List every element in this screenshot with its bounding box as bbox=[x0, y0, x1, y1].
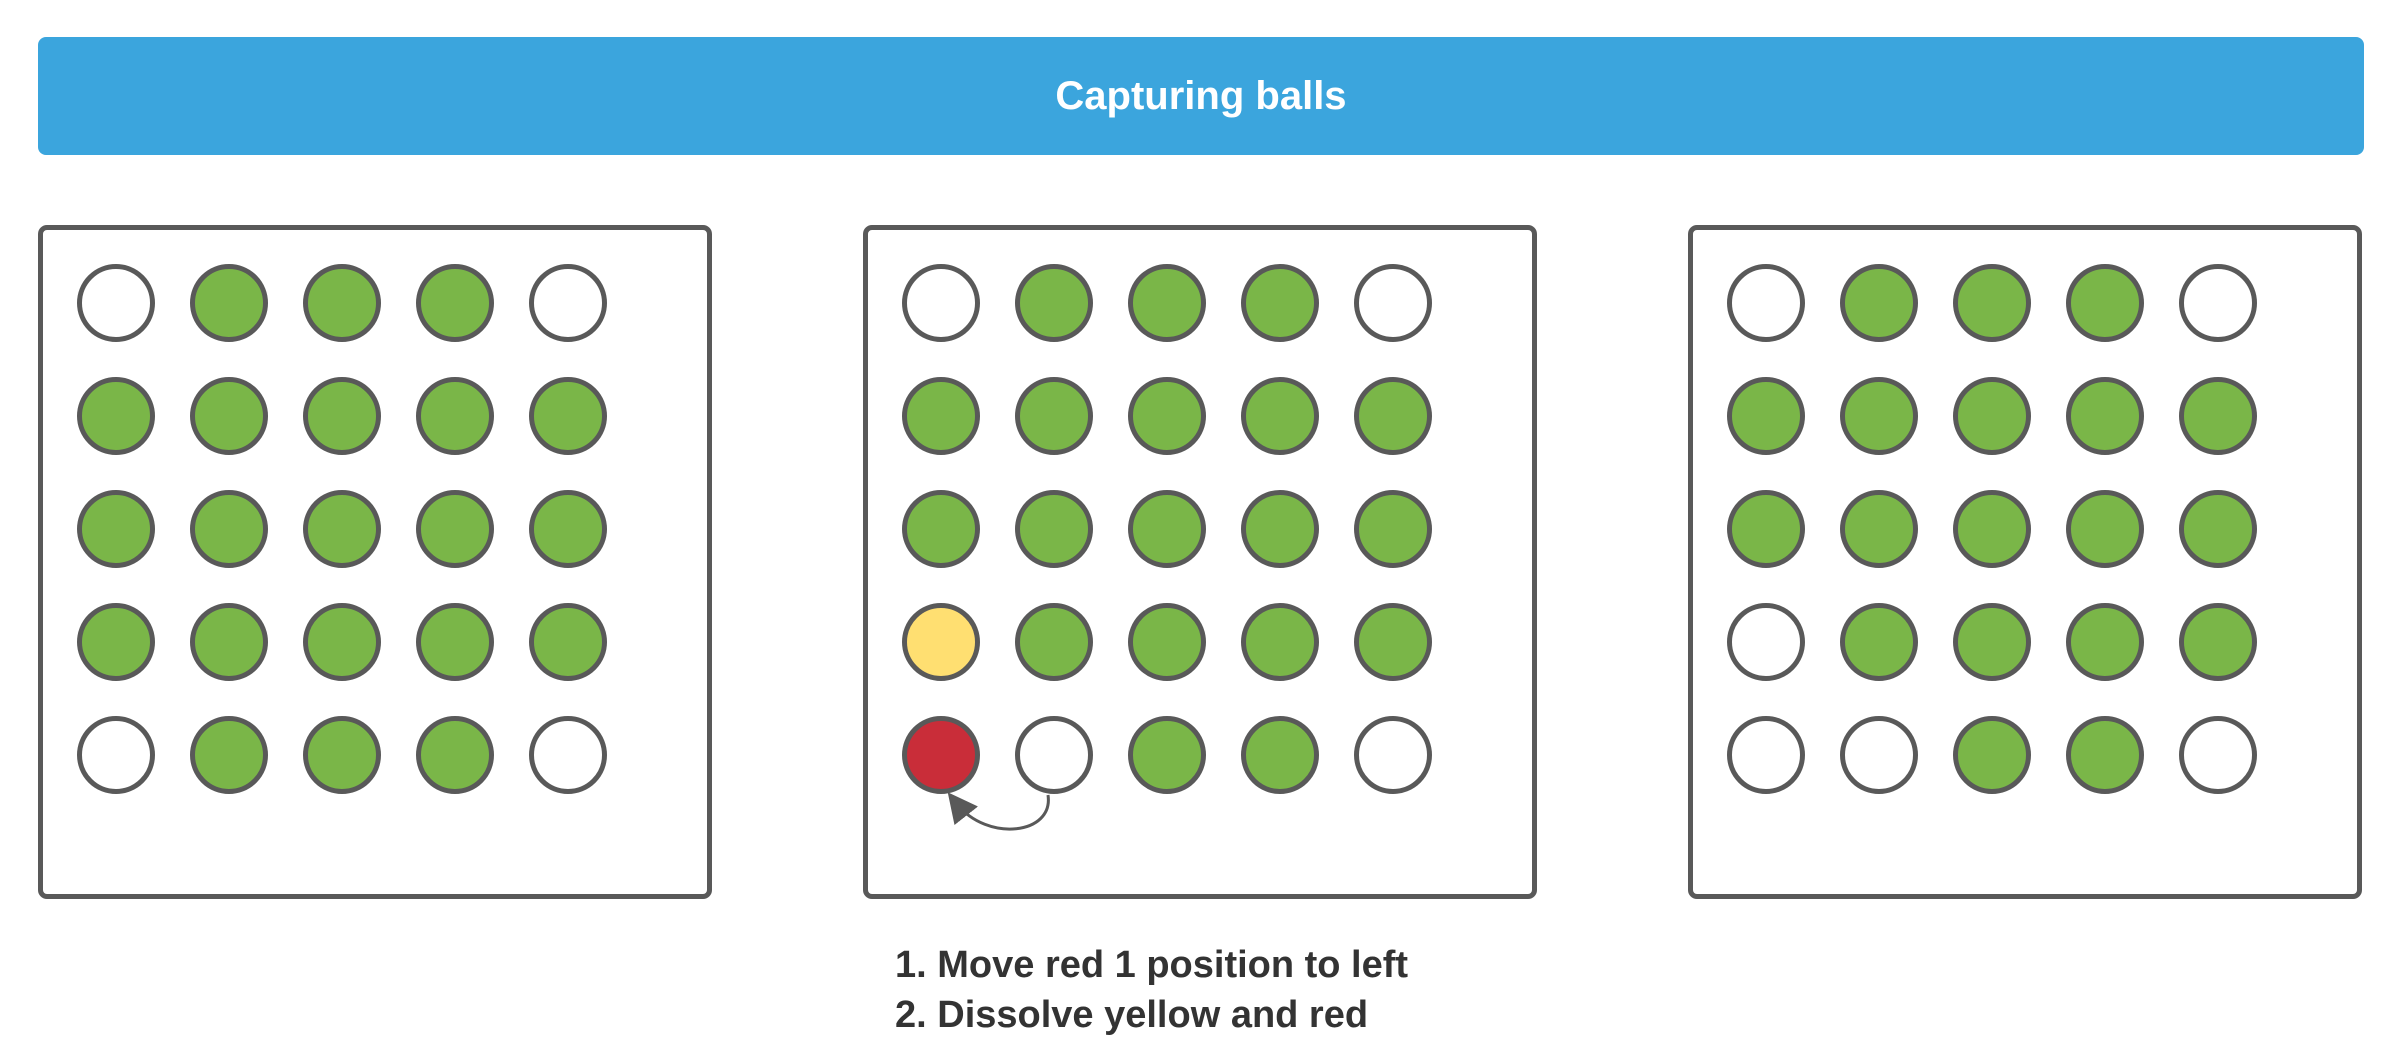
board-move bbox=[863, 225, 1537, 899]
ball-r4-c4-green bbox=[2066, 603, 2144, 681]
ball-r5-c5-empty bbox=[529, 716, 607, 794]
board-result bbox=[1688, 225, 2362, 899]
ball-r4-c1-green bbox=[77, 603, 155, 681]
ball-r3-c4-green bbox=[416, 490, 494, 568]
ball-r3-c4-green bbox=[1241, 490, 1319, 568]
ball-r4-c3-green bbox=[303, 603, 381, 681]
ball-r5-c3-green bbox=[1128, 716, 1206, 794]
instructions: 1. Move red 1 position to left 2. Dissol… bbox=[895, 940, 1408, 1040]
page-title: Capturing balls bbox=[1055, 73, 1347, 118]
ball-r5-c5-empty bbox=[2179, 716, 2257, 794]
ball-r4-c5-green bbox=[529, 603, 607, 681]
ball-r1-c3-green bbox=[1128, 264, 1206, 342]
ball-r4-c3-green bbox=[1953, 603, 2031, 681]
ball-r3-c3-green bbox=[1953, 490, 2031, 568]
ball-r5-c4-green bbox=[2066, 716, 2144, 794]
ball-r5-c2-empty bbox=[1840, 716, 1918, 794]
ball-r3-c1-green bbox=[902, 490, 980, 568]
ball-r2-c4-green bbox=[2066, 377, 2144, 455]
ball-r5-c5-empty bbox=[1354, 716, 1432, 794]
ball-r2-c1-green bbox=[1727, 377, 1805, 455]
ball-r3-c1-green bbox=[77, 490, 155, 568]
ball-r1-c4-green bbox=[1241, 264, 1319, 342]
board-initial bbox=[38, 225, 712, 899]
ball-r4-c4-green bbox=[416, 603, 494, 681]
ball-r1-c2-green bbox=[1015, 264, 1093, 342]
ball-r3-c5-green bbox=[529, 490, 607, 568]
ball-r1-c3-green bbox=[1953, 264, 2031, 342]
ball-r3-c4-green bbox=[2066, 490, 2144, 568]
ball-r1-c2-green bbox=[190, 264, 268, 342]
ball-r1-c1-empty bbox=[902, 264, 980, 342]
ball-r1-c2-green bbox=[1840, 264, 1918, 342]
ball-r2-c3-green bbox=[1128, 377, 1206, 455]
ball-r2-c5-green bbox=[1354, 377, 1432, 455]
ball-r2-c1-green bbox=[77, 377, 155, 455]
ball-r1-c5-empty bbox=[1354, 264, 1432, 342]
ball-r5-c4-green bbox=[1241, 716, 1319, 794]
ball-r1-c4-green bbox=[416, 264, 494, 342]
ball-r5-c4-green bbox=[416, 716, 494, 794]
ball-r2-c2-green bbox=[1015, 377, 1093, 455]
ball-r4-c4-green bbox=[1241, 603, 1319, 681]
ball-r4-c2-green bbox=[190, 603, 268, 681]
ball-r5-c2-green bbox=[190, 716, 268, 794]
ball-r1-c1-empty bbox=[1727, 264, 1805, 342]
ball-r3-c2-green bbox=[1015, 490, 1093, 568]
ball-r2-c5-green bbox=[529, 377, 607, 455]
ball-r3-c5-green bbox=[1354, 490, 1432, 568]
ball-r2-c4-green bbox=[416, 377, 494, 455]
ball-r1-c5-empty bbox=[2179, 264, 2257, 342]
ball-r5-c1-empty bbox=[1727, 716, 1805, 794]
move-arrow-path bbox=[947, 792, 1050, 831]
ball-r3-c5-green bbox=[2179, 490, 2257, 568]
ball-r5-c1-empty bbox=[77, 716, 155, 794]
title-bar: Capturing balls bbox=[38, 37, 2364, 155]
instruction-step-1: 1. Move red 1 position to left bbox=[895, 944, 1409, 986]
ball-r5-c3-green bbox=[303, 716, 381, 794]
ball-r4-c3-green bbox=[1128, 603, 1206, 681]
ball-r3-c3-green bbox=[1128, 490, 1206, 568]
ball-r2-c2-green bbox=[190, 377, 268, 455]
ball-r4-c2-green bbox=[1015, 603, 1093, 681]
ball-r2-c1-green bbox=[902, 377, 980, 455]
ball-r5-c3-green bbox=[1953, 716, 2031, 794]
ball-r1-c5-empty bbox=[529, 264, 607, 342]
ball-r1-c1-empty bbox=[77, 264, 155, 342]
ball-r2-c4-green bbox=[1241, 377, 1319, 455]
ball-r4-c1-empty bbox=[1727, 603, 1805, 681]
ball-r5-c2-empty bbox=[1015, 716, 1093, 794]
ball-r3-c2-green bbox=[1840, 490, 1918, 568]
ball-r2-c3-green bbox=[303, 377, 381, 455]
ball-r3-c1-green bbox=[1727, 490, 1805, 568]
ball-r2-c5-green bbox=[2179, 377, 2257, 455]
ball-r4-c5-green bbox=[2179, 603, 2257, 681]
ball-r3-c2-green bbox=[190, 490, 268, 568]
ball-r4-c1-yellow bbox=[902, 603, 980, 681]
ball-r5-c1-red bbox=[902, 716, 980, 794]
ball-r1-c3-green bbox=[303, 264, 381, 342]
ball-r4-c2-green bbox=[1840, 603, 1918, 681]
ball-r1-c4-green bbox=[2066, 264, 2144, 342]
ball-r4-c5-green bbox=[1354, 603, 1432, 681]
ball-r3-c3-green bbox=[303, 490, 381, 568]
ball-r2-c2-green bbox=[1840, 377, 1918, 455]
ball-r2-c3-green bbox=[1953, 377, 2031, 455]
instruction-step-2: 2. Dissolve yellow and red bbox=[895, 994, 1369, 1036]
